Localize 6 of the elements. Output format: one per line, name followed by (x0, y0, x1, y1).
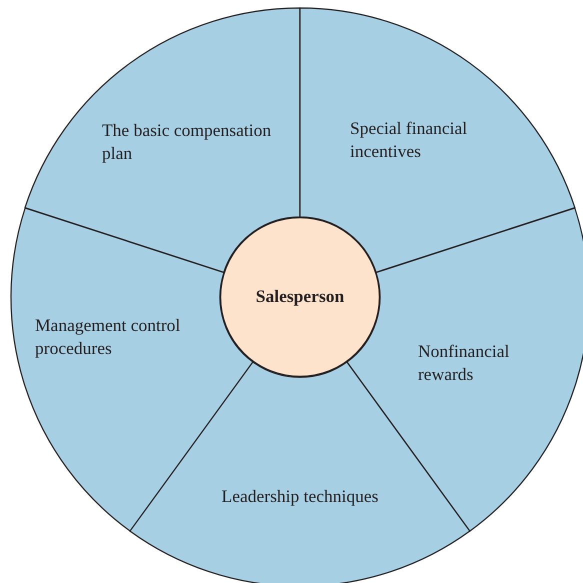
center-label: Salesperson (256, 285, 344, 308)
segment-label: The basic compensation plan (102, 119, 272, 165)
segment-label: Management control procedures (35, 314, 182, 360)
segment-label: Nonfinancial rewards (418, 340, 510, 386)
segment-label: Leadership techniques (220, 484, 380, 508)
segment-label: Special financial incentives (350, 117, 468, 163)
